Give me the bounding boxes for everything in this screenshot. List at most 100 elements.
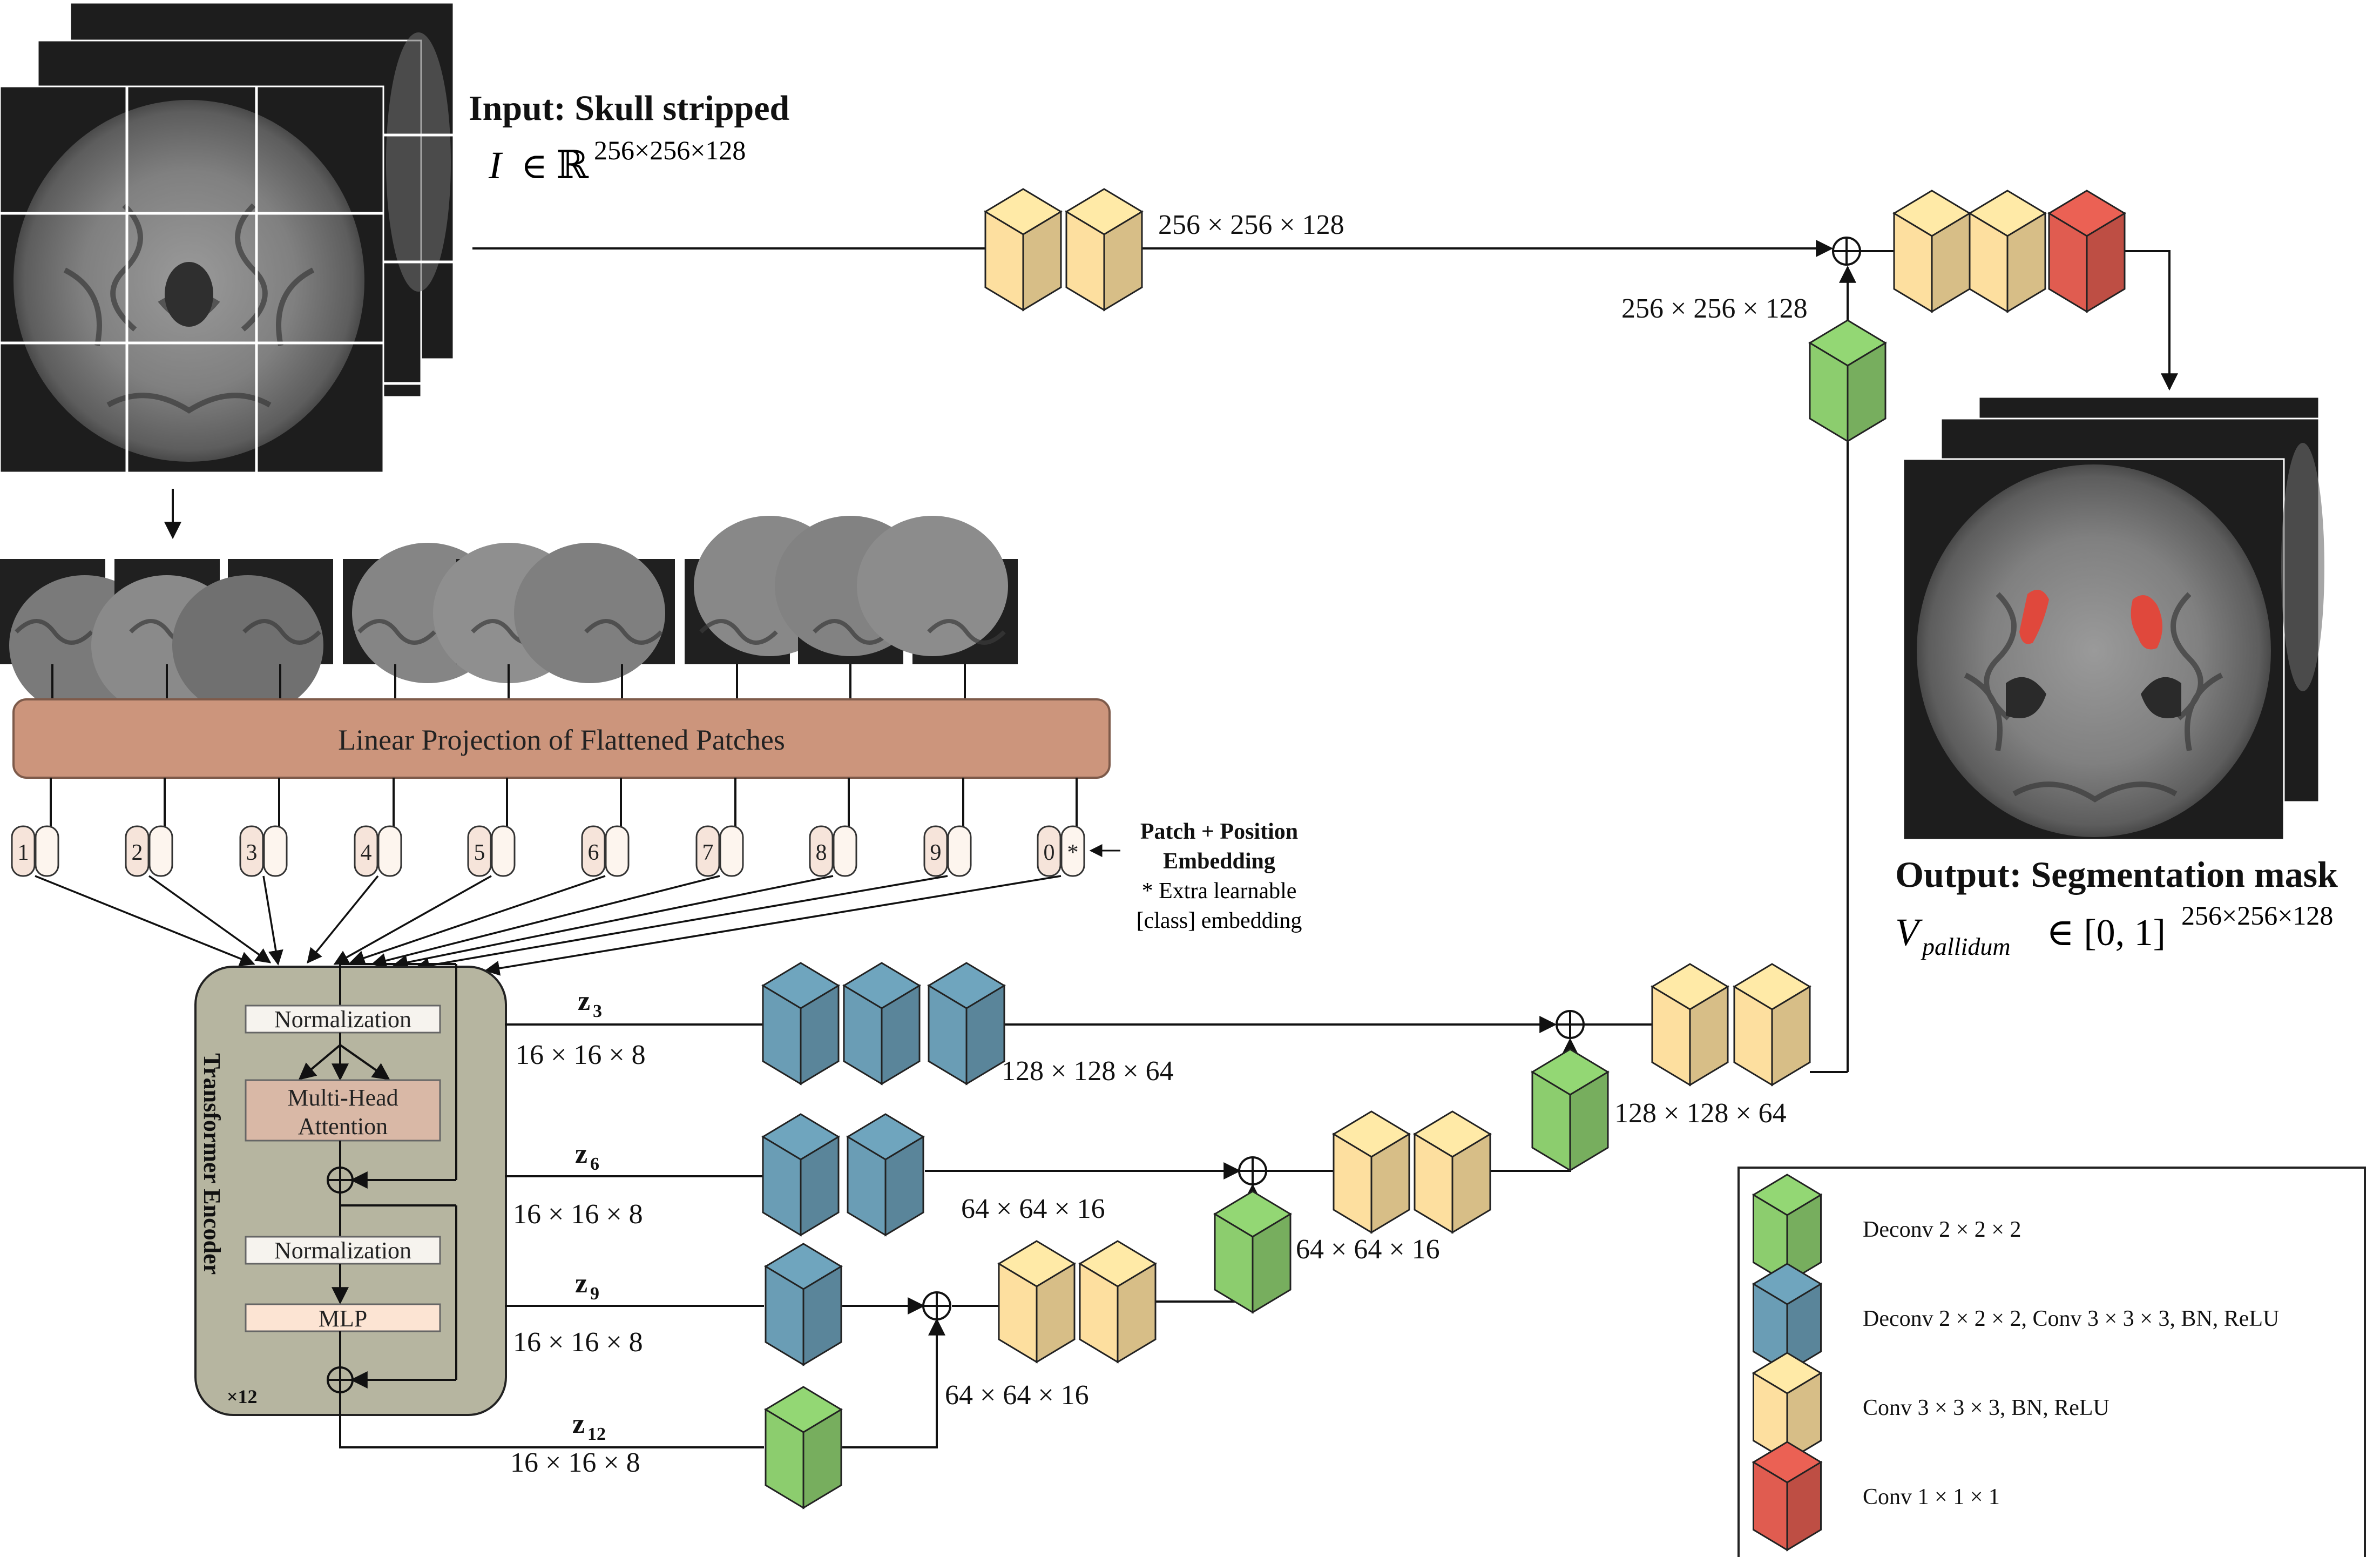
patch-token-1: 1 xyxy=(11,778,255,966)
z3-skip-add xyxy=(1556,1010,1585,1039)
skip-z9-dim: 16 × 16 × 8 xyxy=(513,1327,643,1358)
embedding-note-line2: Embedding xyxy=(1163,849,1275,874)
z3-path-cube-1 xyxy=(761,962,840,1086)
z6-merge-conv-cube-1 xyxy=(1332,1110,1411,1234)
legend-item-2: Deconv 2 × 2 × 2, Conv 3 × 3 × 3, BN, Re… xyxy=(1752,1263,2279,1373)
linear-projection-label: Linear Projection of Flattened Patches xyxy=(338,724,785,756)
legend-label-1: Deconv 2 × 2 × 2 xyxy=(1863,1217,2021,1242)
skip-z12-sub: 12 xyxy=(587,1424,606,1444)
legend: Deconv 2 × 2 × 2 Deconv 2 × 2 × 2, Conv 3… xyxy=(1752,1174,2279,1552)
patch-token-4: 4 xyxy=(307,778,402,964)
token-index-label: 6 xyxy=(588,840,599,865)
z6-path-cube-1 xyxy=(761,1113,840,1237)
input-title: Input: Skull stripped xyxy=(469,89,789,128)
patch-token-7: 7 xyxy=(371,778,744,968)
z9-path-cube xyxy=(764,1243,843,1366)
dim-z3-path: 128 × 128 × 64 xyxy=(1002,1056,1174,1087)
input-formula-symbol: I xyxy=(488,144,503,187)
output-formula-symbol: V xyxy=(1895,911,1923,954)
encoder-norm1 xyxy=(245,1005,441,1034)
top-path-conv-cube-1 xyxy=(984,188,1063,312)
legend-label-3: Conv 3 × 3 × 3, BN, ReLU xyxy=(1863,1396,2109,1420)
input-formula-in: ∈ xyxy=(521,147,547,186)
legend-item-3: Conv 3 × 3 × 3, BN, ReLU xyxy=(1752,1352,2109,1462)
skip-z6-name: z xyxy=(575,1138,587,1169)
dim-z3-up: 128 × 128 × 64 xyxy=(1614,1098,1787,1129)
dim-top-up: 256 × 256 × 128 xyxy=(1621,293,1808,324)
output-conv-cube-1 xyxy=(1892,190,1971,313)
output-mri-stack xyxy=(1902,396,2324,841)
top-skip-add xyxy=(1832,237,1861,266)
output-formula-set: ∈ [0, 1] xyxy=(2046,912,2166,954)
patch-token-6: 6 xyxy=(349,778,630,966)
z3-path-cube-2 xyxy=(842,962,921,1086)
image-patch xyxy=(857,516,1018,664)
encoder-norm1-label: Normalization xyxy=(274,1006,411,1033)
image-patch xyxy=(172,559,333,716)
patch-token-0: 0* xyxy=(484,778,1085,976)
output-brain-slice xyxy=(1917,464,2271,837)
dim-z12-up: 64 × 64 × 16 xyxy=(945,1380,1089,1411)
top-path-conv-cube-2 xyxy=(1065,188,1144,312)
patch-token-3: 3 xyxy=(239,778,288,966)
dim-z6-up: 64 × 64 × 16 xyxy=(1296,1234,1440,1265)
z12-up-deconv-cube xyxy=(764,1386,843,1509)
token-index-label: 2 xyxy=(132,840,143,865)
z9-merge-conv-cube-1 xyxy=(997,1240,1076,1364)
encoder-block xyxy=(194,966,507,1416)
legend-item-1: Deconv 2 × 2 × 2 xyxy=(1752,1174,2021,1284)
encoder-mha-line1: Multi-Head xyxy=(287,1084,398,1111)
skip-z3-sub: 3 xyxy=(593,1001,602,1021)
top-up-deconv-cube xyxy=(1808,319,1887,443)
patch-row xyxy=(0,516,1018,716)
embedding-note: Patch + Position Embedding * Extra learn… xyxy=(1089,819,1302,933)
image-patch xyxy=(514,543,675,683)
skip-z9-name: z xyxy=(575,1268,587,1299)
output-conv-cube-2 xyxy=(1968,190,2047,313)
token-index-label: 8 xyxy=(816,840,827,865)
z6-merge-conv-cube-2 xyxy=(1413,1110,1492,1234)
dim-z6-path: 64 × 64 × 16 xyxy=(961,1194,1105,1224)
skip-z3-dim: 16 × 16 × 8 xyxy=(516,1040,646,1070)
legend-label-4: Conv 1 × 1 × 1 xyxy=(1863,1485,2000,1509)
encoder-repeat: ×12 xyxy=(227,1386,258,1407)
skip-z9-sub: 9 xyxy=(590,1284,599,1304)
input-formula-sup: 256×256×128 xyxy=(594,135,746,165)
z3-up-deconv-cube xyxy=(1531,1048,1610,1172)
embedding-note-line1: Patch + Position xyxy=(1140,819,1298,844)
input-formula-real: ℝ xyxy=(556,144,589,187)
skip-z6-sub: 6 xyxy=(590,1154,599,1174)
output-title: Output: Segmentation mask xyxy=(1895,854,2338,895)
linear-projection-box xyxy=(12,698,1111,779)
encoder-mlp-label: MLP xyxy=(319,1305,367,1332)
encoder-norm2-label: Normalization xyxy=(274,1237,411,1264)
encoder-mlp xyxy=(245,1303,441,1332)
pallidum-mask-right xyxy=(2131,595,2162,650)
encoder-mha-line2: Attention xyxy=(298,1113,388,1140)
token-index-label: 5 xyxy=(474,840,485,865)
legend-cube-4 xyxy=(1752,1441,1823,1552)
embedding-note-line4: [class] embedding xyxy=(1137,908,1302,933)
skip-z12-dim: 16 × 16 × 8 xyxy=(510,1447,640,1478)
dim-top-path: 256 × 256 × 128 xyxy=(1158,210,1344,240)
skip-z12-name: z xyxy=(572,1408,585,1439)
pallidum-mask-left xyxy=(2019,590,2049,644)
encoder-title: Transformer Encoder xyxy=(199,1053,225,1275)
token-index-label: 3 xyxy=(246,840,258,865)
z9-skip-add xyxy=(922,1291,951,1320)
legend-item-4: Conv 1 × 1 × 1 xyxy=(1752,1441,2000,1552)
legend-box xyxy=(1737,1167,2366,1557)
z3-merge-conv-cube-2 xyxy=(1733,963,1811,1087)
z3-merge-conv-cube-1 xyxy=(1651,963,1729,1087)
embedding-note-line3: * Extra learnable xyxy=(1142,879,1297,904)
token-index-label: 9 xyxy=(930,840,942,865)
z9-merge-conv-cube-2 xyxy=(1078,1240,1157,1364)
token-index-label: 0 xyxy=(1044,840,1055,865)
input-mri-stack xyxy=(0,2,455,474)
z3-path-cube-3 xyxy=(927,962,1006,1086)
skip-add-nodes xyxy=(922,237,1861,1320)
skip-z6-dim: 16 × 16 × 8 xyxy=(513,1199,643,1230)
skip-z3-name: z xyxy=(578,986,590,1016)
